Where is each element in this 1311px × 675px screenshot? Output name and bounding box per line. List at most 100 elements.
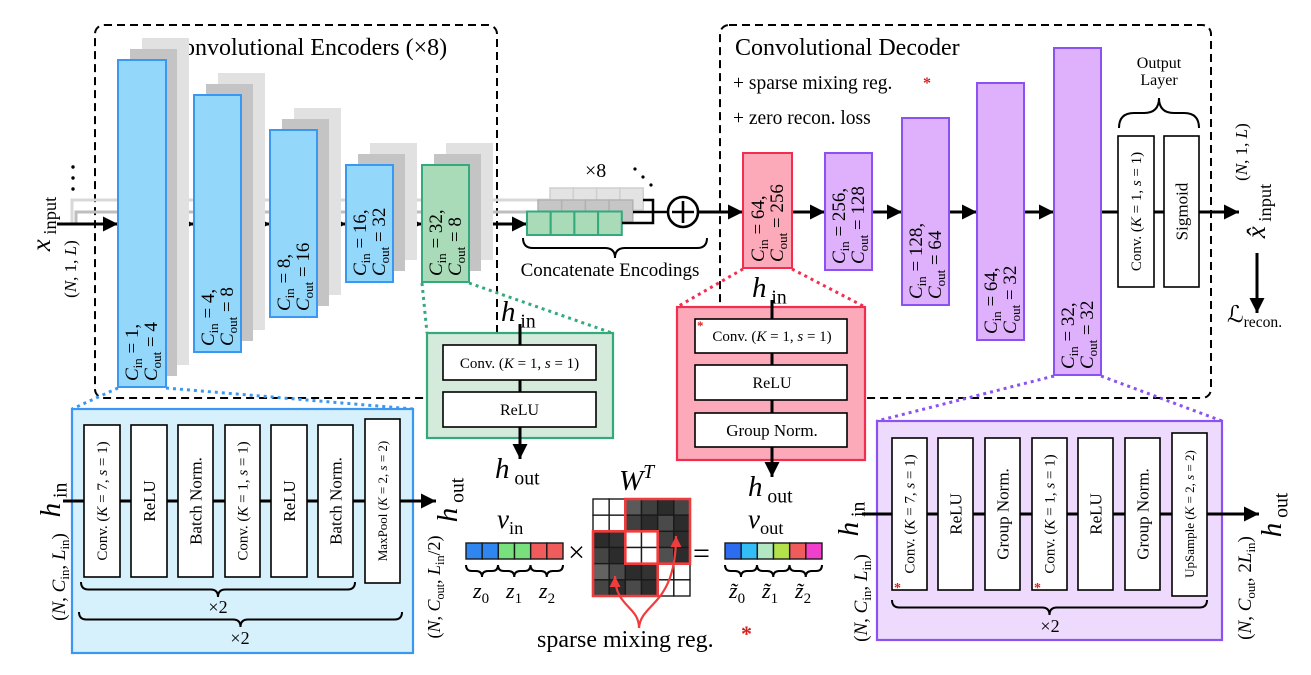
c-in-label: Cin = 64, — [981, 267, 1004, 334]
decoder-section: Convolutional Decoder + sparse mixing re… — [698, 24, 1282, 399]
math-run: K — [755, 329, 767, 345]
decoder-input-block: Cin = 64, Cout = 256 — [742, 152, 793, 269]
group-brace — [497, 564, 532, 578]
math-run: N — [1232, 162, 1251, 176]
matrix-cell — [673, 562, 691, 581]
math-run: = 32 — [369, 208, 390, 247]
c-in-label: Cin = 8, — [274, 254, 297, 311]
math-run: = 64 — [925, 230, 946, 270]
math-run: T — [643, 461, 656, 483]
math-run: out — [510, 467, 541, 489]
output-layer-brace — [1118, 97, 1200, 129]
layer-box — [1124, 437, 1161, 591]
math-run: s — [95, 470, 111, 476]
v-in-label: vin — [497, 504, 523, 538]
encoder-section: Convolutional Encoders (×8) x input (N, … — [26, 24, 550, 399]
math-run: C — [49, 579, 70, 592]
math-run: C — [829, 251, 850, 264]
upsample-label: UpSample (K = 2, s = 2) — [1182, 450, 1197, 578]
math-run: in — [283, 288, 297, 299]
c-in-label: Cin = 1, — [122, 324, 145, 381]
layer-label: Batch Norm. — [187, 457, 206, 545]
matrix-cell — [673, 514, 691, 533]
math-run: h — [35, 503, 67, 518]
math-run: ( — [49, 615, 70, 621]
math-run: , — [1235, 611, 1256, 621]
ellipsis-dots — [633, 167, 653, 187]
vector-cell — [546, 542, 564, 560]
math-run: out — [776, 232, 790, 249]
decoder-input-zoom-guide — [676, 267, 866, 309]
math-run: C — [851, 600, 872, 613]
output-layer: Output Layer Conv. (K = 1, s = 1) Sigmoi… — [1117, 55, 1200, 288]
math-run: L — [1235, 553, 1256, 565]
matrix-cell — [640, 579, 659, 597]
math-run: in — [207, 323, 221, 334]
decoder-detail-panel: Conv. (K = 7, s = 1) ReLU Group Norm. Co… — [833, 419, 1292, 642]
math-run: ℒ — [1227, 302, 1244, 327]
inner-repeat-brace — [80, 581, 356, 598]
math-run: C — [1058, 356, 1079, 369]
decoder-title: Convolutional Decoder — [735, 35, 960, 61]
decoder-note: + zero recon. loss — [733, 108, 871, 129]
math-run: 1 — [515, 591, 523, 607]
math-run: in — [1067, 346, 1081, 357]
vector-cell — [740, 542, 759, 560]
math-run: = 7, — [903, 489, 919, 520]
c-out-label: Cout = 32 — [369, 208, 392, 276]
math-run: ) — [851, 554, 872, 560]
matrix-cell — [624, 530, 643, 549]
math-run: Conv. ( — [460, 356, 504, 372]
math-run: = 2, — [375, 470, 390, 497]
ellipsis-dots — [71, 165, 75, 191]
matrix-cell — [624, 546, 643, 565]
math-run: Conv. ( — [1129, 227, 1145, 271]
math-run: out — [446, 477, 468, 508]
matrix-cell — [592, 562, 610, 581]
math-run: C — [217, 333, 238, 346]
math-run: 0 — [482, 591, 490, 607]
math-run: = 16 — [293, 243, 314, 282]
decoder-block-body — [824, 152, 873, 271]
matrix-cell — [592, 514, 610, 533]
math-run: in — [860, 560, 874, 571]
math-run: N — [424, 620, 444, 634]
layer-box — [317, 424, 354, 578]
math-run: C — [925, 286, 946, 299]
layer-label: Group Norm. — [1134, 468, 1153, 560]
matrix-cell — [592, 498, 610, 516]
upsample-box — [1171, 432, 1208, 597]
math-run: s — [375, 465, 390, 470]
output-shape: (N, 1, L) — [1232, 123, 1251, 181]
detail-input-shape: (N, Cin, Lin) — [851, 554, 874, 642]
layer-box — [270, 424, 308, 578]
math-run: C — [1235, 598, 1256, 611]
math-run: , — [424, 612, 444, 621]
z-tilde-label: z̃0 — [728, 578, 745, 607]
math-run: = 1, — [766, 329, 797, 345]
math-run: L — [61, 246, 80, 256]
math-run: in — [131, 358, 145, 369]
math-run: = 1, — [236, 476, 252, 507]
z-label: z0 — [472, 578, 489, 607]
math-run: = 1) — [551, 356, 579, 372]
group-brace — [465, 564, 499, 578]
concat-connector — [622, 198, 668, 225]
math-run: out — [763, 485, 794, 507]
math-run: in — [1244, 542, 1258, 553]
math-run: in — [757, 239, 771, 250]
math-run: in — [433, 555, 447, 564]
math-run: ) — [1235, 536, 1256, 542]
math-run: = 256, — [829, 188, 850, 241]
concat-label: Concatenate Encodings — [521, 260, 700, 281]
math-run: = 1) — [803, 329, 831, 345]
math-run: out — [433, 583, 447, 599]
matrix-cell — [624, 562, 643, 581]
math-run: out — [302, 281, 316, 298]
repeat-label: ×2 — [1040, 616, 1059, 636]
math-run: = 8 — [445, 217, 466, 247]
c-in-label: Cin = 16, — [350, 209, 373, 276]
math-run: = 8 — [217, 287, 238, 317]
math-run: C — [1000, 321, 1021, 334]
output-layer-label: Output — [1137, 55, 1182, 72]
